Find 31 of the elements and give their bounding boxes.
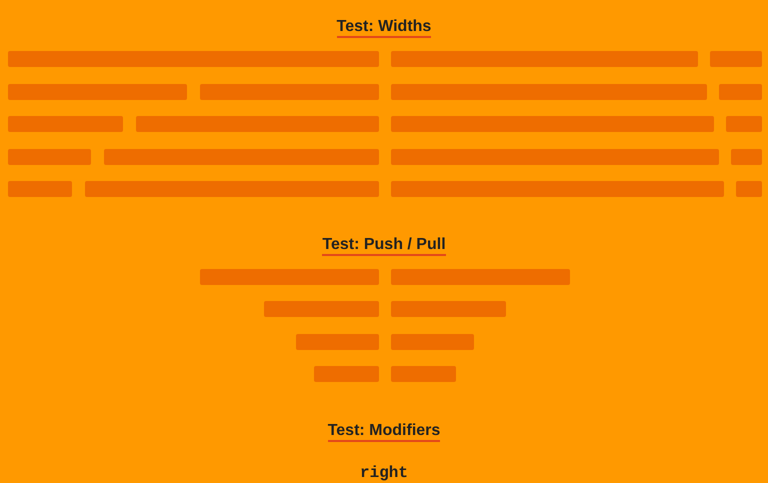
column-bar: [391, 84, 707, 100]
column-bar: [200, 84, 379, 100]
column-bar: [8, 149, 91, 165]
column-bar: [200, 269, 379, 285]
column-bar: [391, 116, 714, 132]
column-bar: [8, 116, 123, 132]
section-heading: Test: Widths: [336, 18, 432, 38]
column-bar: [736, 181, 762, 197]
column-bar: [391, 301, 506, 317]
column-bar: [391, 366, 456, 382]
column-bar: [710, 51, 762, 67]
column-bar: [8, 84, 187, 100]
column-bar: [731, 149, 762, 165]
column-bar: [85, 181, 379, 197]
column-bar: [296, 334, 379, 350]
column-bar: [391, 181, 724, 197]
column-bar: [391, 269, 570, 285]
code-label: right: [360, 464, 408, 483]
column-bar: [104, 149, 379, 165]
column-bar: [391, 334, 474, 350]
column-bar: [391, 51, 698, 67]
column-bar: [726, 116, 762, 132]
column-bar: [719, 84, 762, 100]
column-bar: [314, 366, 379, 382]
column-bar: [264, 301, 379, 317]
section-heading: Test: Push / Pull: [322, 236, 446, 256]
column-bar: [8, 181, 72, 197]
column-bar: [136, 116, 379, 132]
section-heading: Test: Modifiers: [328, 422, 440, 442]
column-bar: [8, 51, 379, 67]
column-bar: [391, 149, 719, 165]
